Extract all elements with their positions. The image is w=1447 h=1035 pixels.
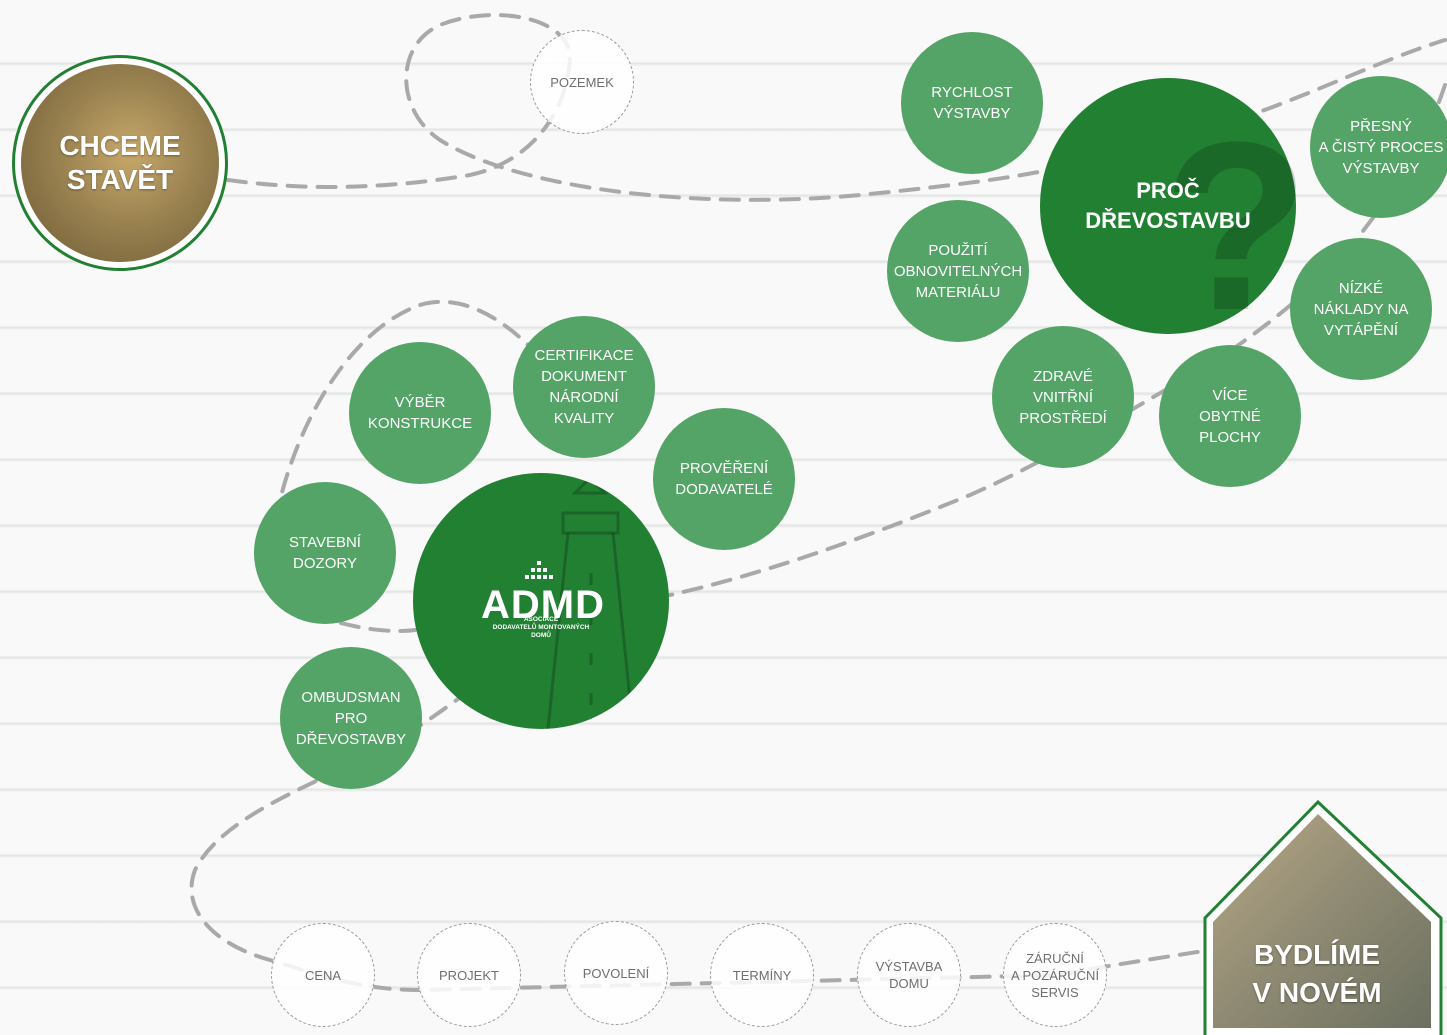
start-circle-chceme-stavet[interactable]: CHCEME STAVĚT — [12, 55, 228, 271]
step-label: PROJEKT — [439, 967, 499, 983]
service-ombudsman[interactable]: OMBUDSMAN PRO DŘEVOSTAVBY — [280, 647, 422, 789]
reason-presny-proces[interactable]: PŘESNÝ A ČISTÝ PROCES VÝSTAVBY — [1310, 76, 1447, 218]
reason-label: ZDRAVÉ VNITŘNÍ PROSTŘEDÍ — [1019, 367, 1107, 427]
step-label: TERMÍNY — [732, 967, 792, 983]
reason-label: NÍZKÉ NÁKLADY NA VYTÁPĚNÍ — [1313, 279, 1409, 339]
step-label: POVOLENÍ — [582, 965, 650, 981]
service-label: CERTIFIKACE DOKUMENT NÁRODNÍ KVALITY — [534, 347, 634, 427]
service-label: PROVĚŘENÍ DODAVATELÉ — [675, 460, 773, 498]
step-label: ZÁRUČNÍ A POZÁRUČNÍ SERVIS — [1010, 950, 1100, 1000]
reason-obnovitelne-materialy[interactable]: POUŽITÍ OBNOVITELNÝCH MATERIÁLU — [887, 200, 1029, 342]
service-provereni-dodavatele[interactable]: PROVĚŘENÍ DODAVATELÉ — [653, 408, 795, 550]
step-zarucni-servis[interactable]: ZÁRUČNÍ A POZÁRUČNÍ SERVIS — [1003, 923, 1107, 1027]
reason-nizke-naklady[interactable]: NÍZKÉ NÁKLADY NA VYTÁPĚNÍ — [1290, 238, 1432, 380]
start-label: CHCEME STAVĚT — [59, 130, 181, 195]
admd-logo-text: ADMD — [481, 583, 605, 627]
why-wood-house-circle[interactable]: ? PROČ DŘEVOSTAVBU — [1040, 78, 1310, 346]
admd-logo-subtitle: ASOCIACE DODAVATELŮ MONTOVANÝCH DOMŮ — [492, 616, 590, 639]
reason-label: RYCHLOST VÝSTAVBY — [931, 84, 1013, 122]
admd-bars-icon — [525, 561, 553, 579]
step-povoleni[interactable]: POVOLENÍ — [564, 921, 668, 1025]
step-vystavba-domu[interactable]: VÝSTAVBA DOMU — [857, 923, 961, 1027]
step-label: VÝSTAVBA DOMU — [875, 959, 943, 991]
reason-label: VÍCE OBYTNÉ PLOCHY — [1199, 386, 1261, 446]
reason-label: POUŽITÍ OBNOVITELNÝCH MATERIÁLU — [893, 241, 1023, 301]
reason-label: PŘESNÝ A ČISTÝ PROCES VÝSTAVBY — [1318, 117, 1444, 177]
step-cena[interactable]: CENA — [271, 923, 375, 1027]
why-title: PROČ DŘEVOSTAVBU — [1085, 178, 1251, 233]
question-mark-icon: ? — [1163, 92, 1310, 360]
step-terminy[interactable]: TERMÍNY — [710, 923, 814, 1027]
start-photo: CHCEME STAVĚT — [21, 64, 219, 262]
service-label: VÝBĚR KONSTRUKCE — [367, 394, 473, 432]
service-label: OMBUDSMAN PRO DŘEVOSTAVBY — [295, 688, 407, 748]
admd-logo-circle[interactable]: ADMD ASOCIACE DODAVATELŮ MONTOVANÝCH DOM… — [413, 473, 669, 729]
service-stavebni-dozory[interactable]: STAVEBNÍ DOZORY — [254, 482, 396, 624]
end-label: BYDLÍME V NOVÉM — [1252, 939, 1382, 1008]
reason-zdrave-prostredi[interactable]: ZDRAVÉ VNITŘNÍ PROSTŘEDÍ — [992, 326, 1134, 468]
step-label: CENA — [304, 967, 342, 983]
step-pozemek-label: POZEMEK — [550, 74, 614, 90]
service-certifikace[interactable]: CERTIFIKACE DOKUMENT NÁRODNÍ KVALITY — [513, 316, 655, 458]
service-label: STAVEBNÍ DOZORY — [289, 534, 361, 572]
step-projekt[interactable]: PROJEKT — [417, 923, 521, 1027]
end-house-icon[interactable] — [1203, 800, 1443, 1035]
reason-vice-plochy[interactable]: VÍCE OBYTNÉ PLOCHY — [1159, 345, 1301, 487]
reason-rychlost-vystavby[interactable]: RYCHLOST VÝSTAVBY — [901, 32, 1043, 174]
step-pozemek[interactable]: POZEMEK — [530, 30, 634, 134]
service-vyber-konstrukce[interactable]: VÝBĚR KONSTRUKCE — [349, 342, 491, 484]
lighthouse-icon — [546, 475, 635, 729]
